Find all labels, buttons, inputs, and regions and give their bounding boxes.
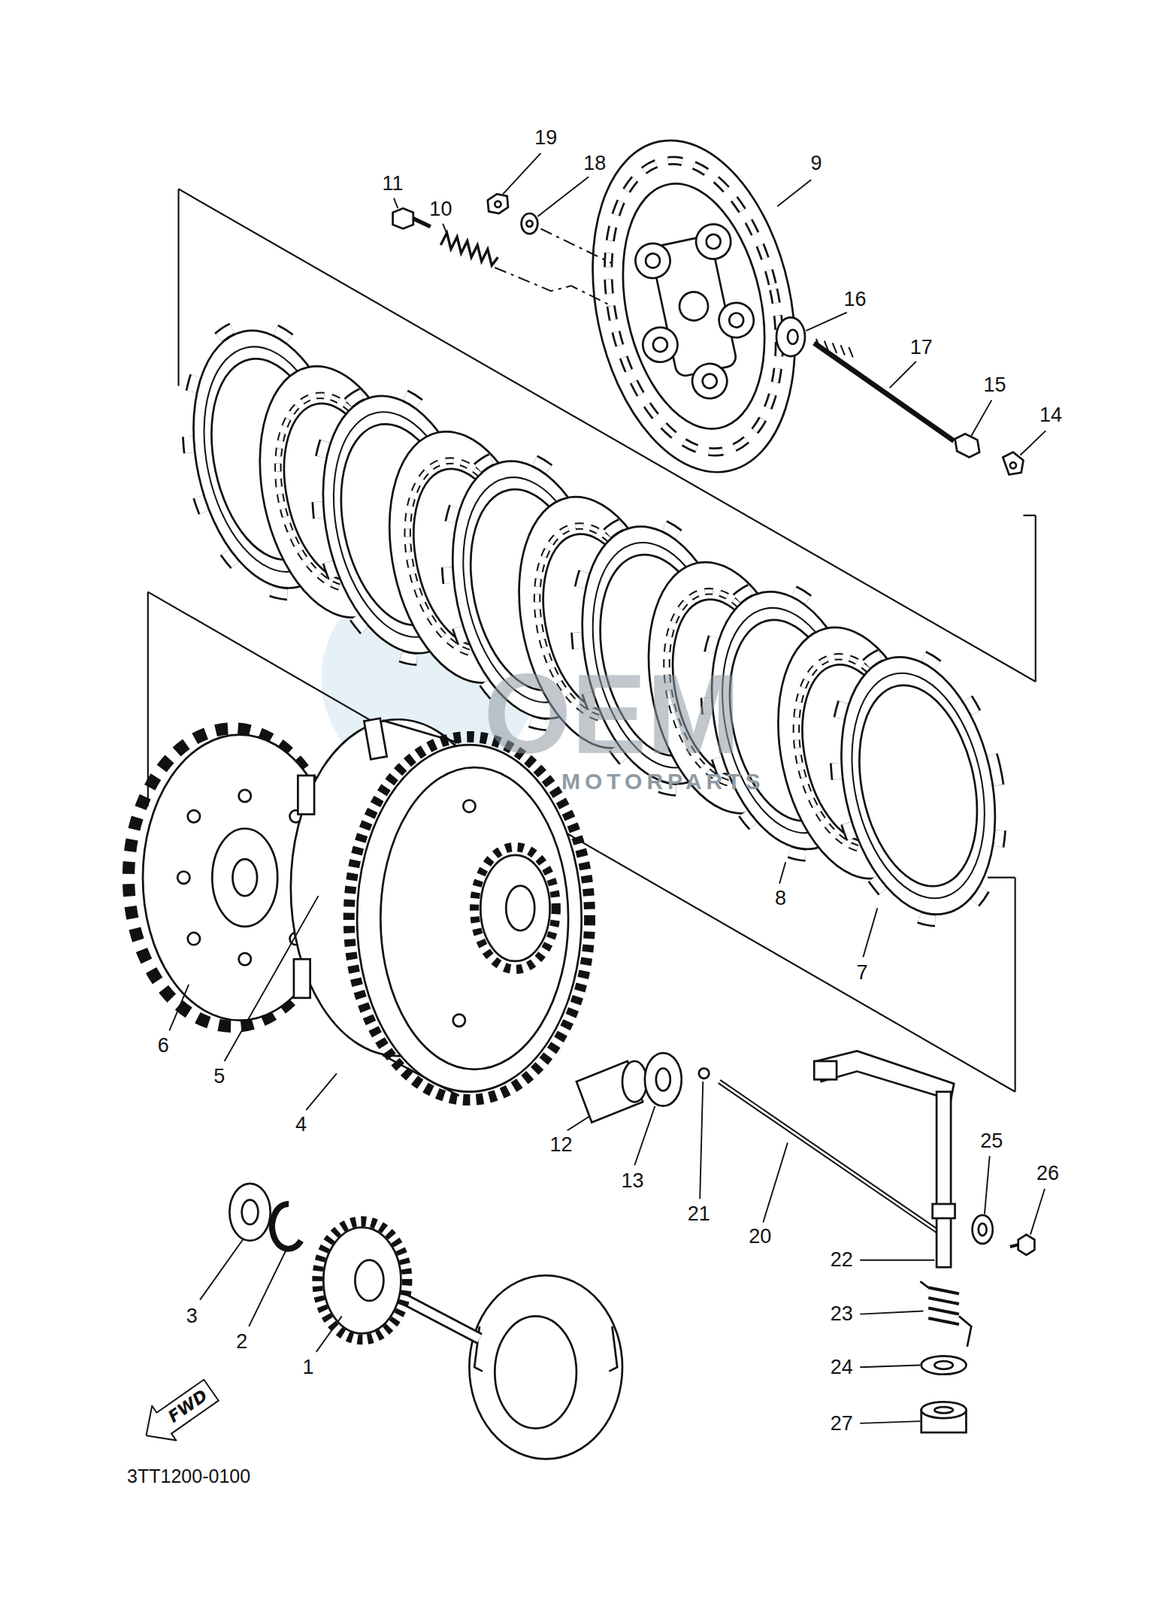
callout-number: 7 xyxy=(856,962,868,983)
callout-number: 11 xyxy=(382,173,404,194)
callout-number: 21 xyxy=(687,1204,711,1225)
callout-number: 20 xyxy=(748,1226,772,1247)
callout-number: 4 xyxy=(295,1113,307,1135)
callout-number: 25 xyxy=(980,1130,1003,1151)
callout-number: 8 xyxy=(774,887,787,908)
part-code: 3TT1200-0100 xyxy=(127,1467,251,1486)
callout-number: 19 xyxy=(534,127,557,149)
callout-number: 16 xyxy=(843,288,866,309)
callout-number: 13 xyxy=(621,1170,645,1191)
callout-number: 17 xyxy=(910,336,933,358)
callout-number: 14 xyxy=(1039,405,1063,426)
watermark: MOTORPARTS xyxy=(561,770,766,793)
callout-number: 12 xyxy=(550,1134,573,1155)
watermark: OEM xyxy=(484,657,742,771)
callout-number: 2 xyxy=(236,1331,248,1352)
callout-number: 15 xyxy=(983,374,1006,395)
callout-number: 24 xyxy=(830,1356,854,1377)
callout-number: 10 xyxy=(429,199,452,220)
callout-number: 26 xyxy=(1036,1163,1060,1184)
arrow-shape xyxy=(133,1373,224,1453)
callout-number: 23 xyxy=(830,1304,854,1325)
callout-number: 5 xyxy=(213,1066,225,1087)
callout-number: 9 xyxy=(810,153,822,174)
callout-number: 18 xyxy=(583,153,606,174)
callout-number: 1 xyxy=(302,1356,314,1377)
callout-number: 3 xyxy=(186,1306,198,1327)
callout-number: 22 xyxy=(830,1249,854,1271)
callout-number: 6 xyxy=(157,1035,170,1057)
direction-arrow: FWD xyxy=(133,1371,224,1454)
callout-number: 27 xyxy=(830,1413,854,1434)
